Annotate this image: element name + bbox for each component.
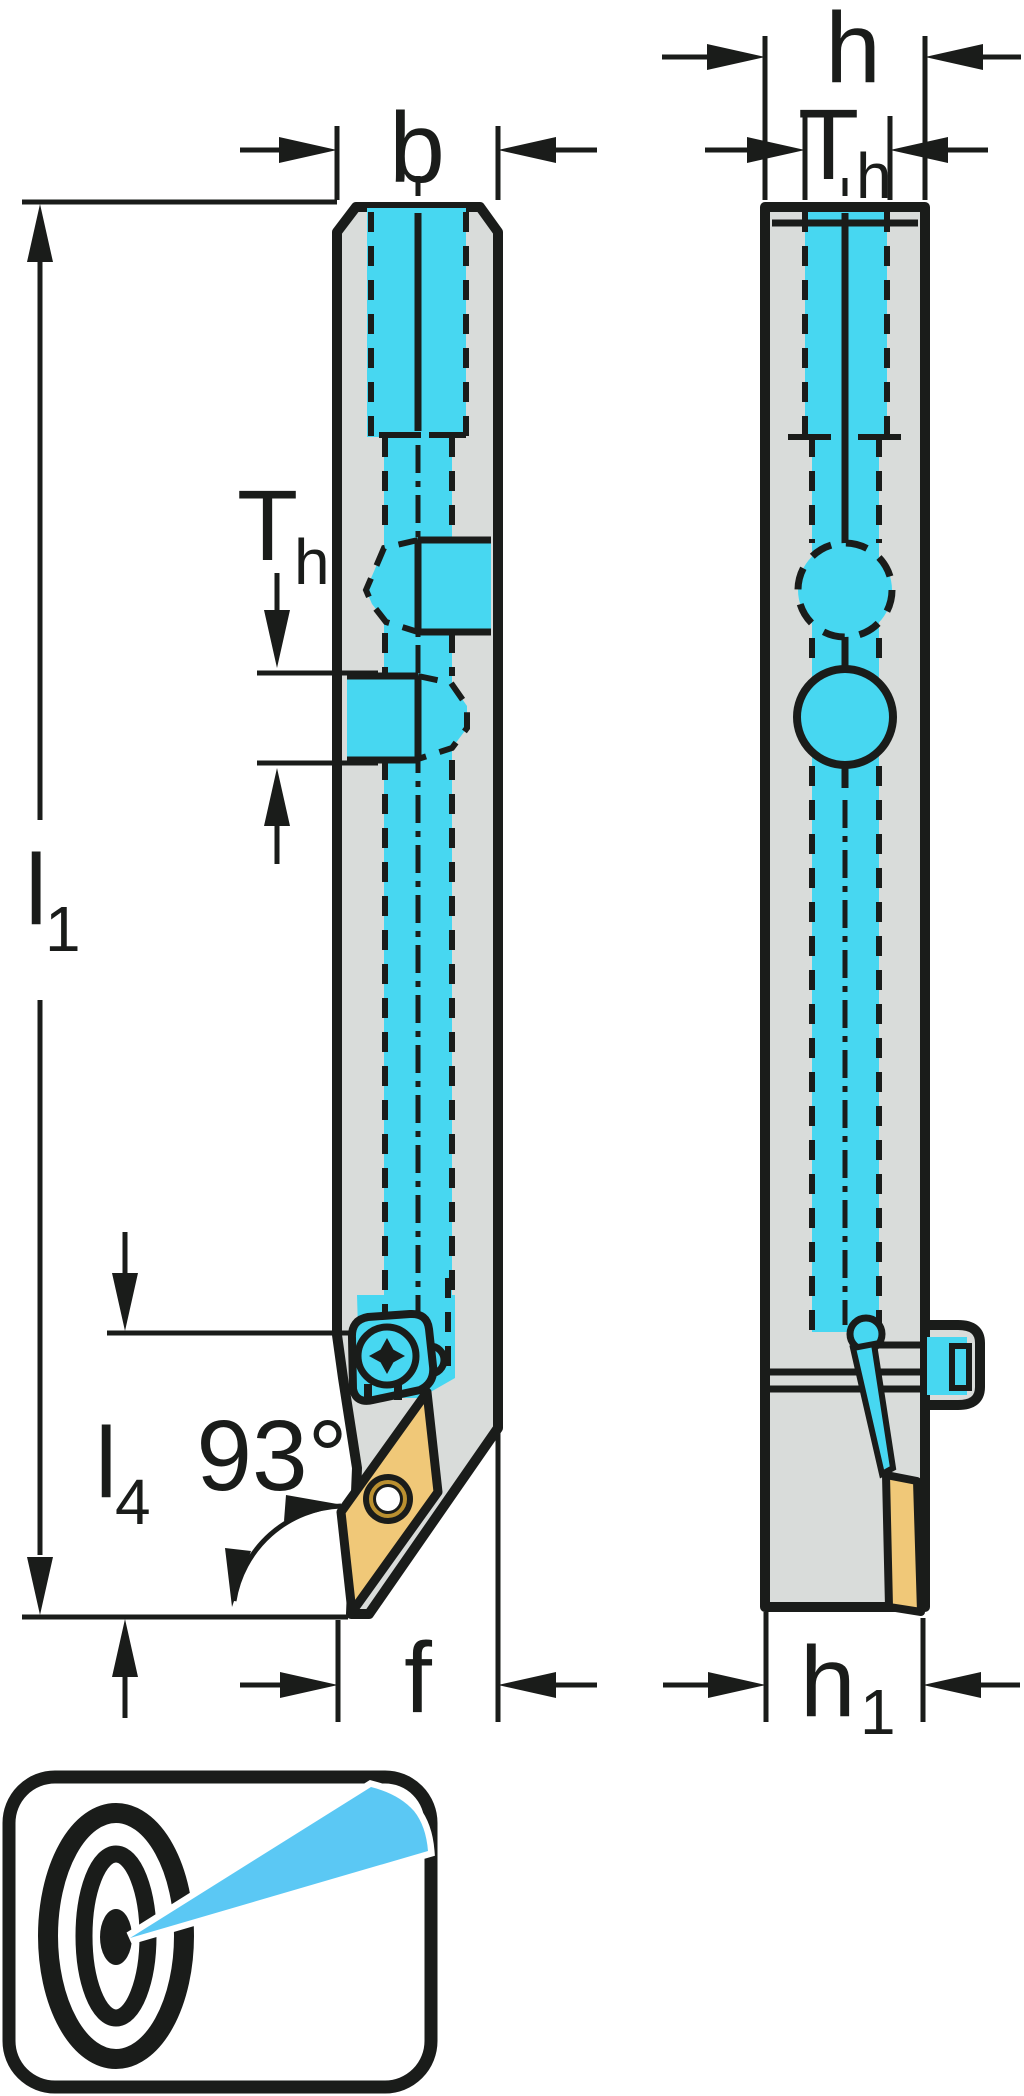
label-h1: h	[800, 1626, 856, 1738]
clamp-block-detail	[949, 1343, 972, 1391]
label-l1-sub: 1	[45, 893, 81, 965]
dimension-th-front-arrows	[264, 610, 290, 826]
coolant-nozzle	[429, 1342, 448, 1378]
cutting-beam-wedge-icon	[126, 1780, 435, 1945]
dimension-h1-lines	[663, 1612, 1020, 1722]
dimension-th-front: T h	[237, 470, 378, 864]
insert-screw-hole	[363, 1474, 413, 1524]
label-h: h	[825, 0, 881, 104]
dimension-h-lines	[662, 36, 1021, 200]
dimension-th-side-arrows	[747, 137, 948, 163]
cross-hole-visible	[793, 665, 897, 769]
label-b: b	[389, 92, 445, 204]
clamp-screw-torx-icon	[369, 1338, 405, 1374]
dimension-h1: h 1	[663, 1612, 1020, 1748]
label-angle: 93°	[196, 1400, 347, 1512]
front-view-bore-hidden-lines	[368, 212, 469, 1368]
dimension-l4: l 4	[95, 1232, 352, 1718]
dimension-f-lines	[240, 1432, 597, 1722]
dimension-th-side: T h	[705, 89, 988, 212]
side-view-insert	[882, 1471, 925, 1616]
front-view	[332, 176, 503, 1619]
label-l1: l	[25, 834, 47, 946]
front-view-hex-hidden-lines	[362, 537, 470, 762]
angle-arrows	[225, 1495, 343, 1607]
dimension-th-side-lines	[705, 116, 988, 200]
dimension-l4-lines	[107, 1232, 352, 1718]
label-l4: l	[95, 1407, 117, 1519]
cross-pocket-upper	[418, 540, 491, 632]
label-th-front: T	[237, 470, 298, 582]
cross-pocket-lower	[347, 676, 418, 760]
dimension-l1-lines	[22, 199, 348, 1620]
dimension-h: h	[662, 0, 1021, 200]
cross-pocket-lower-hex	[418, 676, 467, 759]
clamp-legs	[364, 1384, 402, 1400]
target-center	[100, 1909, 132, 1965]
label-l4-sub: 4	[115, 1466, 151, 1538]
side-view	[760, 178, 985, 1616]
dimension-th-front-lines	[257, 573, 378, 864]
dimension-b-lines	[240, 126, 597, 200]
precision-target-icon	[2, 1770, 438, 2094]
dimension-b: b	[240, 92, 597, 204]
label-th-side-sub: h	[856, 140, 892, 212]
dimension-h1-arrows	[708, 1672, 981, 1698]
label-th-front-sub: h	[294, 526, 330, 598]
clamp-screw-ring	[354, 1323, 420, 1389]
dimension-b-arrows	[279, 137, 556, 163]
dimension-f-arrows	[280, 1672, 556, 1698]
label-h1-sub: 1	[860, 1676, 896, 1748]
side-view-clamp-lever	[849, 1340, 897, 1479]
dimension-h-arrows	[707, 44, 983, 70]
dimension-l1: l 1	[22, 199, 348, 1620]
dimension-f: f	[240, 1432, 597, 1734]
label-f: f	[404, 1622, 432, 1734]
side-view-hidden-lines	[802, 212, 890, 1330]
label-th-side: T	[798, 89, 859, 201]
cross-hole-hidden	[794, 539, 896, 641]
angle-93: 93°	[196, 1400, 348, 1607]
